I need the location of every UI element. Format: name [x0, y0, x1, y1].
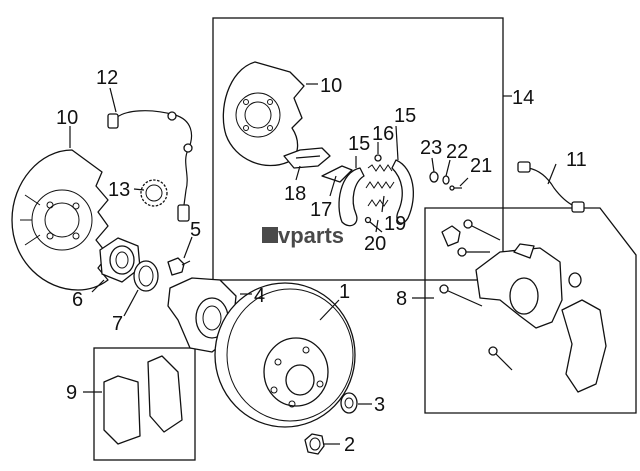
adjuster-strut [321, 165, 353, 183]
callout-12: 12 [96, 67, 118, 89]
callout-5: 5 [190, 219, 201, 241]
lv-monogram-icon [262, 227, 278, 243]
callout-13: 13 [108, 179, 130, 201]
callout-6: 6 [72, 289, 83, 311]
callout-4: 4 [254, 285, 265, 307]
callout-9: 9 [66, 382, 77, 404]
hold-down-pin [364, 216, 383, 233]
callout-19: 19 [384, 213, 406, 235]
callout-10-left: 10 [56, 107, 78, 129]
callout-10-box: 10 [320, 75, 342, 97]
parking-brake-lever [283, 147, 331, 169]
adjuster-spring [365, 181, 395, 189]
callout-15-b: 15 [394, 105, 416, 127]
watermark-text: vparts [278, 223, 344, 248]
callout-2: 2 [344, 434, 355, 456]
brake-shoe-front [338, 167, 365, 227]
callout-7: 7 [112, 313, 123, 335]
watermark: vparts [262, 223, 344, 248]
caliper-bracket-bolts [441, 219, 501, 257]
caliper-slide-bolt [439, 284, 483, 307]
backing-plate [222, 61, 305, 167]
dust-shield-left [11, 149, 109, 291]
hub-bolt [167, 257, 191, 276]
hub-bearing [99, 237, 141, 283]
return-spring [367, 154, 393, 172]
grease-cap [340, 392, 358, 414]
group-box-caliper [424, 207, 637, 414]
abs-sensor-wire [107, 110, 193, 222]
callout-17: 17 [310, 199, 332, 221]
hold-down-spring [367, 199, 389, 207]
callout-14: 14 [512, 87, 534, 109]
callout-15-a: 15 [348, 133, 370, 155]
callout-8: 8 [396, 288, 407, 310]
callout-18: 18 [284, 183, 306, 205]
group-box-brake-shoe-kit [212, 17, 504, 281]
pin [449, 185, 462, 191]
callout-16: 16 [372, 123, 394, 145]
axle-nut [304, 433, 325, 455]
callout-labels: 10 12 13 6 7 5 4 1 3 2 9 8 10 14 18 17 1… [56, 67, 587, 456]
clip [442, 175, 450, 185]
brake-shoe-rear [391, 159, 414, 224]
hold-down-cup [429, 171, 439, 183]
callout-22: 22 [446, 141, 468, 163]
brake-rotor [214, 282, 356, 428]
brake-hose [517, 161, 585, 213]
callout-23: 23 [420, 137, 442, 159]
caliper-mount [561, 299, 607, 393]
callout-11: 11 [566, 149, 587, 171]
callout-21: 21 [470, 155, 492, 177]
leader-lines [69, 83, 557, 445]
caliper-guide-pin [488, 346, 513, 371]
callout-3: 3 [374, 394, 385, 416]
group-box-pads [93, 347, 196, 461]
callout-20: 20 [364, 233, 386, 255]
brake-pad-outer [147, 355, 183, 433]
caliper-body [475, 243, 563, 329]
abs-tone-ring [140, 179, 168, 207]
callout-1: 1 [339, 281, 350, 303]
brake-pad-inner [103, 375, 141, 445]
snap-ring [133, 260, 159, 292]
caliper-bushing [568, 272, 582, 288]
